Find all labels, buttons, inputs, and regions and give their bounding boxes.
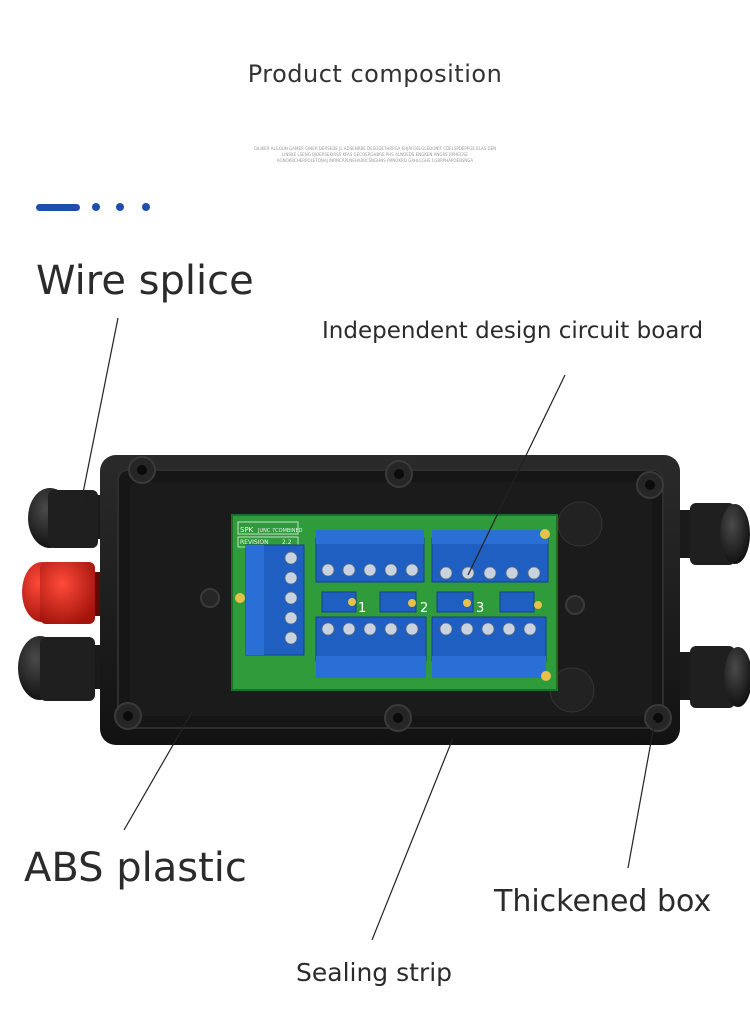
callout-sealing-strip: Sealing strip [296, 958, 453, 987]
pcb-silk-4: 2.2 [282, 539, 292, 546]
fine-print: GILIKER ALGOUN GAMER GINER DERSEDE JL AD… [200, 146, 550, 164]
callout-circuit-board: Independent design circuit board [322, 318, 704, 344]
decor-bar [36, 204, 80, 211]
pcb-silk-3: REVISION [240, 539, 269, 546]
decor-dot [116, 203, 124, 211]
trimmer-label-1: 1 [358, 601, 366, 616]
right-glands [665, 503, 750, 708]
callout-wire-splice: Wire splice [36, 258, 254, 304]
callout-thickened-box: Thickened box [494, 884, 712, 919]
decor-dot [142, 203, 150, 211]
decor-dot [92, 203, 100, 211]
trimmer-label-2: 2 [420, 601, 428, 616]
circuit-board: SPK JUNC 7COMBINED REVISION 2.2 1 2 3 [231, 514, 558, 691]
leader-lines [79, 317, 656, 941]
page-title: Product composition [247, 60, 503, 88]
pcb-silk-1: SPK [240, 526, 254, 534]
trimmer-label-3: 3 [476, 601, 484, 616]
pcb-silk-2: JUNC 7COMBINED [257, 528, 303, 534]
fine-print-line: GILIKER ALGOUN GAMER GINER DERSEDE JL AD… [253, 146, 497, 151]
fine-print-line: LINSKE LSENG BJOERSEKIRSS KFAS GECOERGHB… [282, 152, 468, 157]
callout-abs-plastic: ABS plastic [24, 845, 247, 891]
fine-print-line: AGNOKRCHERPOLETDNAJ INRNCAPLNEHARRCSNGHN… [276, 158, 474, 163]
